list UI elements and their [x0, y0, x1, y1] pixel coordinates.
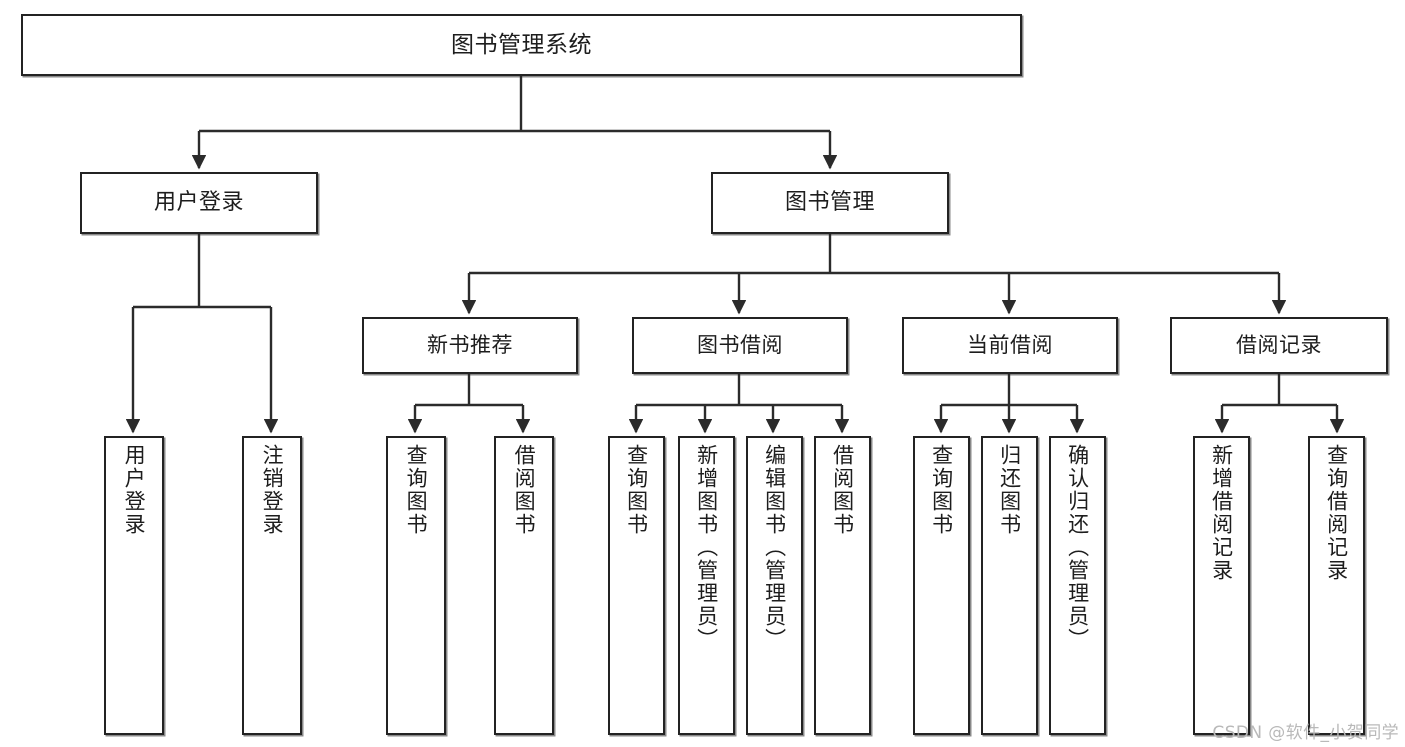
node-label: 用户登录	[122, 444, 147, 536]
node-label: 编辑图书（管理员）	[762, 444, 787, 651]
node-label: 查询图书	[404, 444, 429, 536]
node-borrow-record[interactable]: 借阅记录	[1170, 317, 1388, 374]
node-book-borrow[interactable]: 图书借阅	[632, 317, 848, 374]
node-new-book-recommend[interactable]: 新书推荐	[362, 317, 578, 374]
node-user-login[interactable]: 用户登录	[80, 172, 318, 234]
leaf-book-borrow-borrow-book[interactable]: 借阅图书	[814, 436, 871, 735]
node-label: 注销登录	[260, 444, 285, 536]
node-label: 新书推荐	[427, 333, 513, 358]
leaf-user-login-logout[interactable]: 注销登录	[242, 436, 302, 735]
node-label: 查询借阅记录	[1324, 444, 1349, 582]
node-label: 查询图书	[624, 444, 649, 536]
node-label: 确认归还（管理员）	[1065, 444, 1090, 651]
node-label: 图书管理	[784, 190, 875, 216]
watermark-text: CSDN @软件_小贺同学	[1212, 723, 1399, 743]
leaf-borrow-record-add-record[interactable]: 新增借阅记录	[1193, 436, 1250, 735]
leaf-borrow-record-query-record[interactable]: 查询借阅记录	[1308, 436, 1365, 735]
node-label: 用户登录	[153, 190, 244, 216]
node-label: 借阅图书	[830, 444, 855, 536]
node-book-management-system[interactable]: 图书管理系统	[21, 14, 1022, 76]
node-label: 借阅图书	[512, 444, 537, 536]
node-label: 查询图书	[929, 444, 954, 536]
node-label: 图书借阅	[697, 333, 783, 358]
node-label: 当前借阅	[967, 333, 1053, 358]
node-current-borrow[interactable]: 当前借阅	[902, 317, 1118, 374]
node-book-management[interactable]: 图书管理	[711, 172, 949, 234]
leaf-book-borrow-edit-book-admin[interactable]: 编辑图书（管理员）	[746, 436, 803, 735]
leaf-new-book-query-book[interactable]: 查询图书	[386, 436, 446, 735]
leaf-current-borrow-query-book[interactable]: 查询图书	[913, 436, 970, 735]
node-label: 图书管理系统	[451, 31, 592, 58]
leaf-book-borrow-query-book[interactable]: 查询图书	[608, 436, 665, 735]
node-label: 新增图书（管理员）	[694, 444, 719, 651]
leaf-user-login-login[interactable]: 用户登录	[104, 436, 164, 735]
leaf-current-borrow-confirm-return-admin[interactable]: 确认归还（管理员）	[1049, 436, 1106, 735]
node-label: 借阅记录	[1236, 333, 1322, 358]
leaf-current-borrow-return-book[interactable]: 归还图书	[981, 436, 1038, 735]
node-label: 新增借阅记录	[1209, 444, 1234, 582]
leaf-new-book-borrow-book[interactable]: 借阅图书	[494, 436, 554, 735]
leaf-book-borrow-add-book-admin[interactable]: 新增图书（管理员）	[678, 436, 735, 735]
node-label: 归还图书	[997, 444, 1022, 536]
